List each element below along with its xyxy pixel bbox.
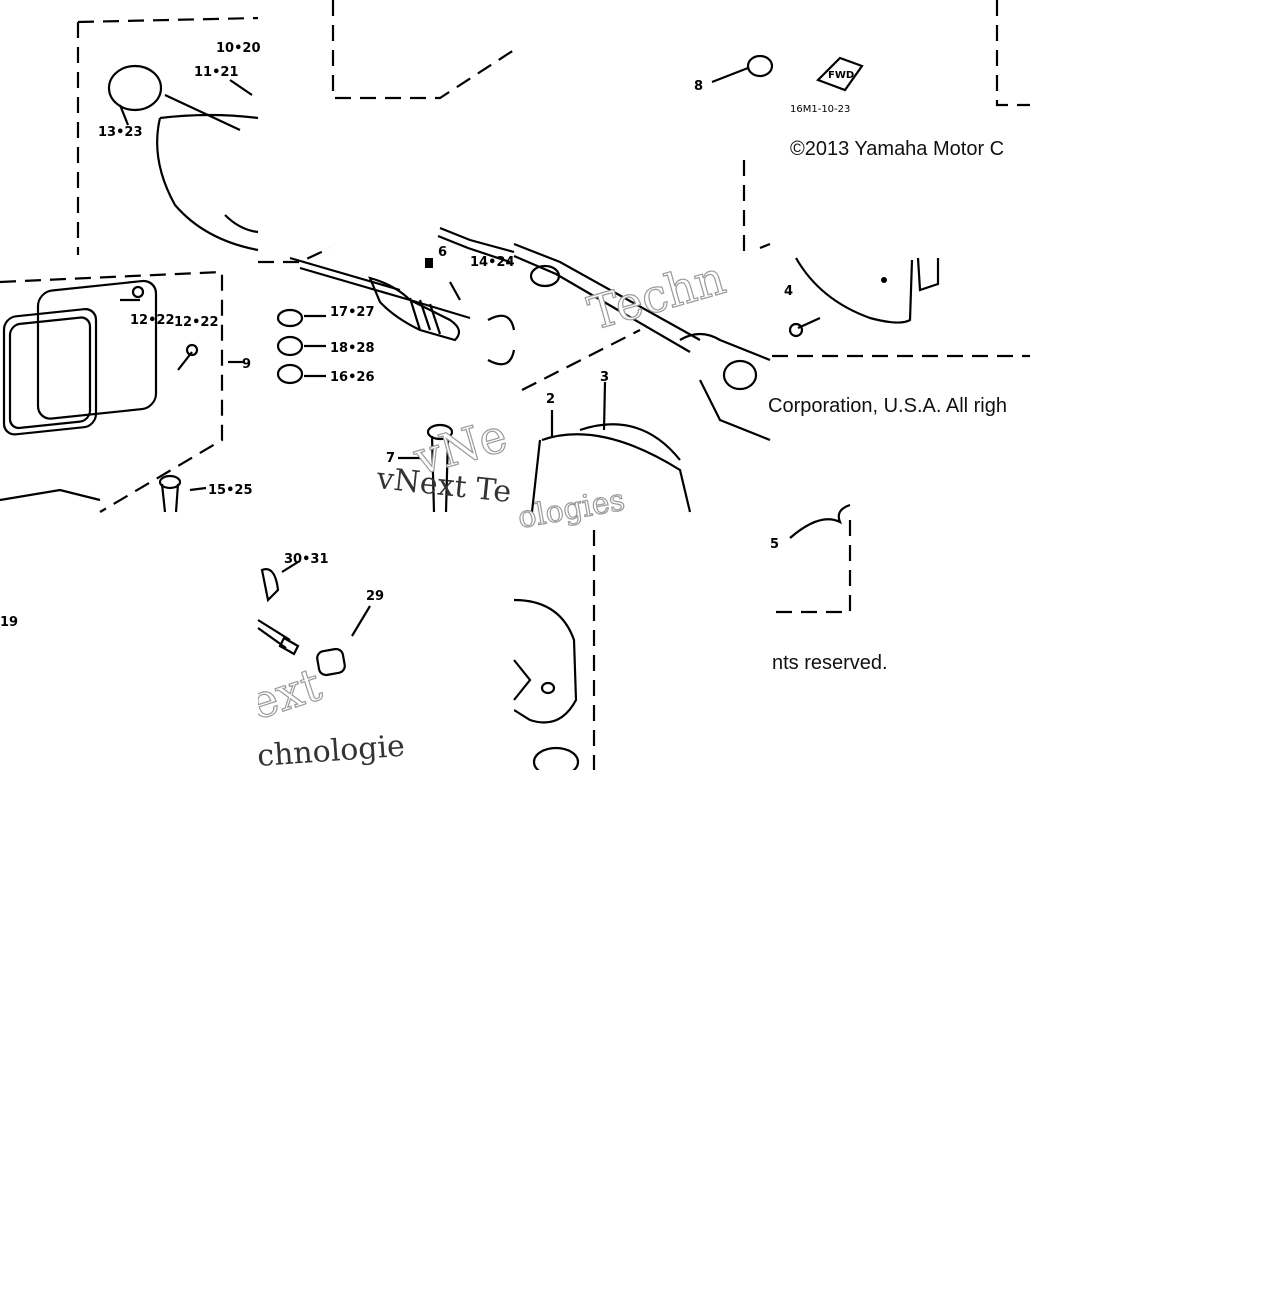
callout-17-27: 17•27	[330, 305, 375, 320]
callout-4: 4	[784, 284, 793, 299]
callout-5: 5	[770, 537, 779, 552]
bulb-part	[107, 64, 163, 112]
callout-13-23: 13•23	[98, 125, 143, 140]
callout-7: 7	[386, 451, 395, 466]
lower-parts	[257, 503, 852, 778]
copyright-line-1: ©2013 Yamaha Motor C	[790, 137, 1005, 161]
lens-parts-2-3	[513, 160, 771, 513]
svg-text:FWD: FWD	[828, 70, 854, 81]
callout-14-24: 14•24	[470, 255, 515, 270]
copyright-line-3: nts reserved.	[772, 651, 888, 675]
callout-19: 19	[0, 615, 18, 630]
lens-and-gasket	[0, 270, 244, 513]
callout-15-25: 15•25	[208, 483, 253, 498]
watermark-ologies: ologies	[515, 483, 627, 536]
callout-6: 6	[438, 245, 447, 260]
callout-12-22-b: 12•22	[174, 315, 219, 330]
callout-18-28: 18•28	[330, 341, 375, 356]
dashed-frame-top-middle	[331, 0, 515, 100]
callout-3: 3	[600, 370, 609, 385]
watermark-chnologies: chnologies	[256, 728, 421, 774]
fwd-arrow-label: FWD	[816, 56, 864, 92]
callout-8: 8	[694, 79, 703, 94]
callout-11-21: 11•21	[194, 65, 239, 80]
callout-9: 9	[242, 357, 251, 372]
reference-code: 16M1-10-23	[790, 104, 850, 115]
callout-2: 2	[546, 392, 555, 407]
callout-12-22-a: 12•22	[130, 313, 175, 328]
copyright-line-2: Corporation, U.S.A. All righ	[768, 394, 1007, 418]
taillight-assembly-top-left	[76, 16, 259, 255]
callout-10-20: 10•20	[216, 41, 261, 56]
watermark-techn: Techn	[582, 250, 731, 340]
watermark-vnext: vNext Te	[374, 461, 513, 510]
screw-part-8	[711, 54, 774, 84]
callout-29: 29	[366, 589, 384, 604]
callout-30-31: 30•31	[284, 552, 329, 567]
socket-and-wire-harness	[258, 226, 516, 513]
housing-right	[772, 257, 1030, 358]
callout-16-26: 16•26	[330, 370, 375, 385]
